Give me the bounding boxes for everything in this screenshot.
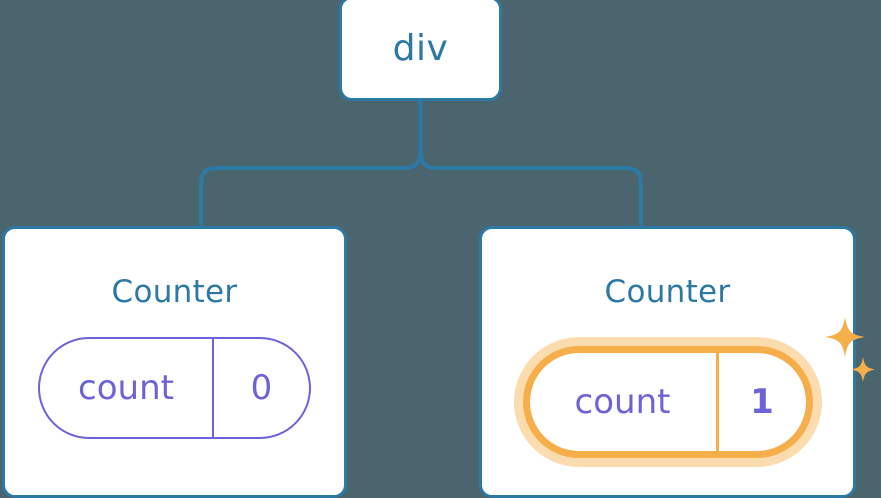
node-div-label: div: [392, 27, 449, 69]
state-pill-left-key: count: [78, 368, 174, 408]
sparkle-large-icon: [824, 317, 865, 357]
node-counter-left-title: Counter: [111, 274, 238, 310]
node-div[interactable]: div: [339, 0, 502, 101]
state-pill-left[interactable]: count 0: [38, 337, 311, 439]
sparkles-group: [824, 317, 875, 382]
state-pill-right-wrap: count 1: [513, 317, 875, 467]
node-counter-right-title: Counter: [604, 274, 731, 310]
node-counter-left[interactable]: Counter count 0: [2, 226, 347, 498]
state-pill-left-value: 0: [212, 339, 309, 437]
state-pill-right-glow: count 1: [513, 337, 822, 467]
node-counter-right[interactable]: Counter count 1: [479, 226, 875, 498]
state-pill-right-key: count: [574, 382, 671, 422]
state-pill-left-wrap: count 0: [38, 337, 311, 439]
state-pill-right[interactable]: count 1: [522, 346, 813, 458]
sparkle-small-icon: [850, 357, 875, 382]
state-pill-right-value: 1: [715, 353, 806, 451]
